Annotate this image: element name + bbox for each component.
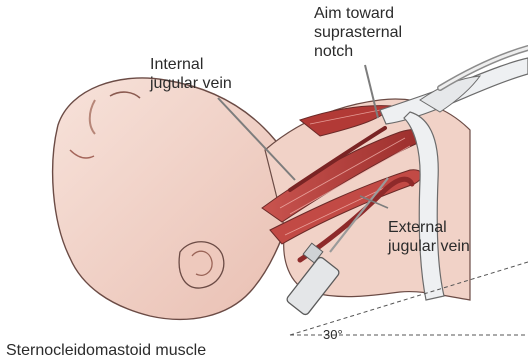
label-aim-toward-notch: Aim toward suprasternal notch: [314, 4, 402, 61]
label-line: External: [388, 218, 470, 237]
label-line: Aim toward: [314, 4, 402, 23]
label-line: Internal: [150, 55, 232, 74]
caption-sternocleidomastoid: Sternocleidomastoid muscle: [6, 341, 206, 360]
label-line: notch: [314, 42, 402, 61]
label-line: jugular vein: [388, 237, 470, 256]
label-line: jugular vein: [150, 74, 232, 93]
label-angle: 30°: [323, 325, 343, 344]
label-line: suprasternal: [314, 23, 402, 42]
head: [53, 78, 295, 319]
label-internal-jugular-vein: Internal jugular vein: [150, 55, 232, 93]
label-external-jugular-vein: External jugular vein: [388, 218, 470, 256]
